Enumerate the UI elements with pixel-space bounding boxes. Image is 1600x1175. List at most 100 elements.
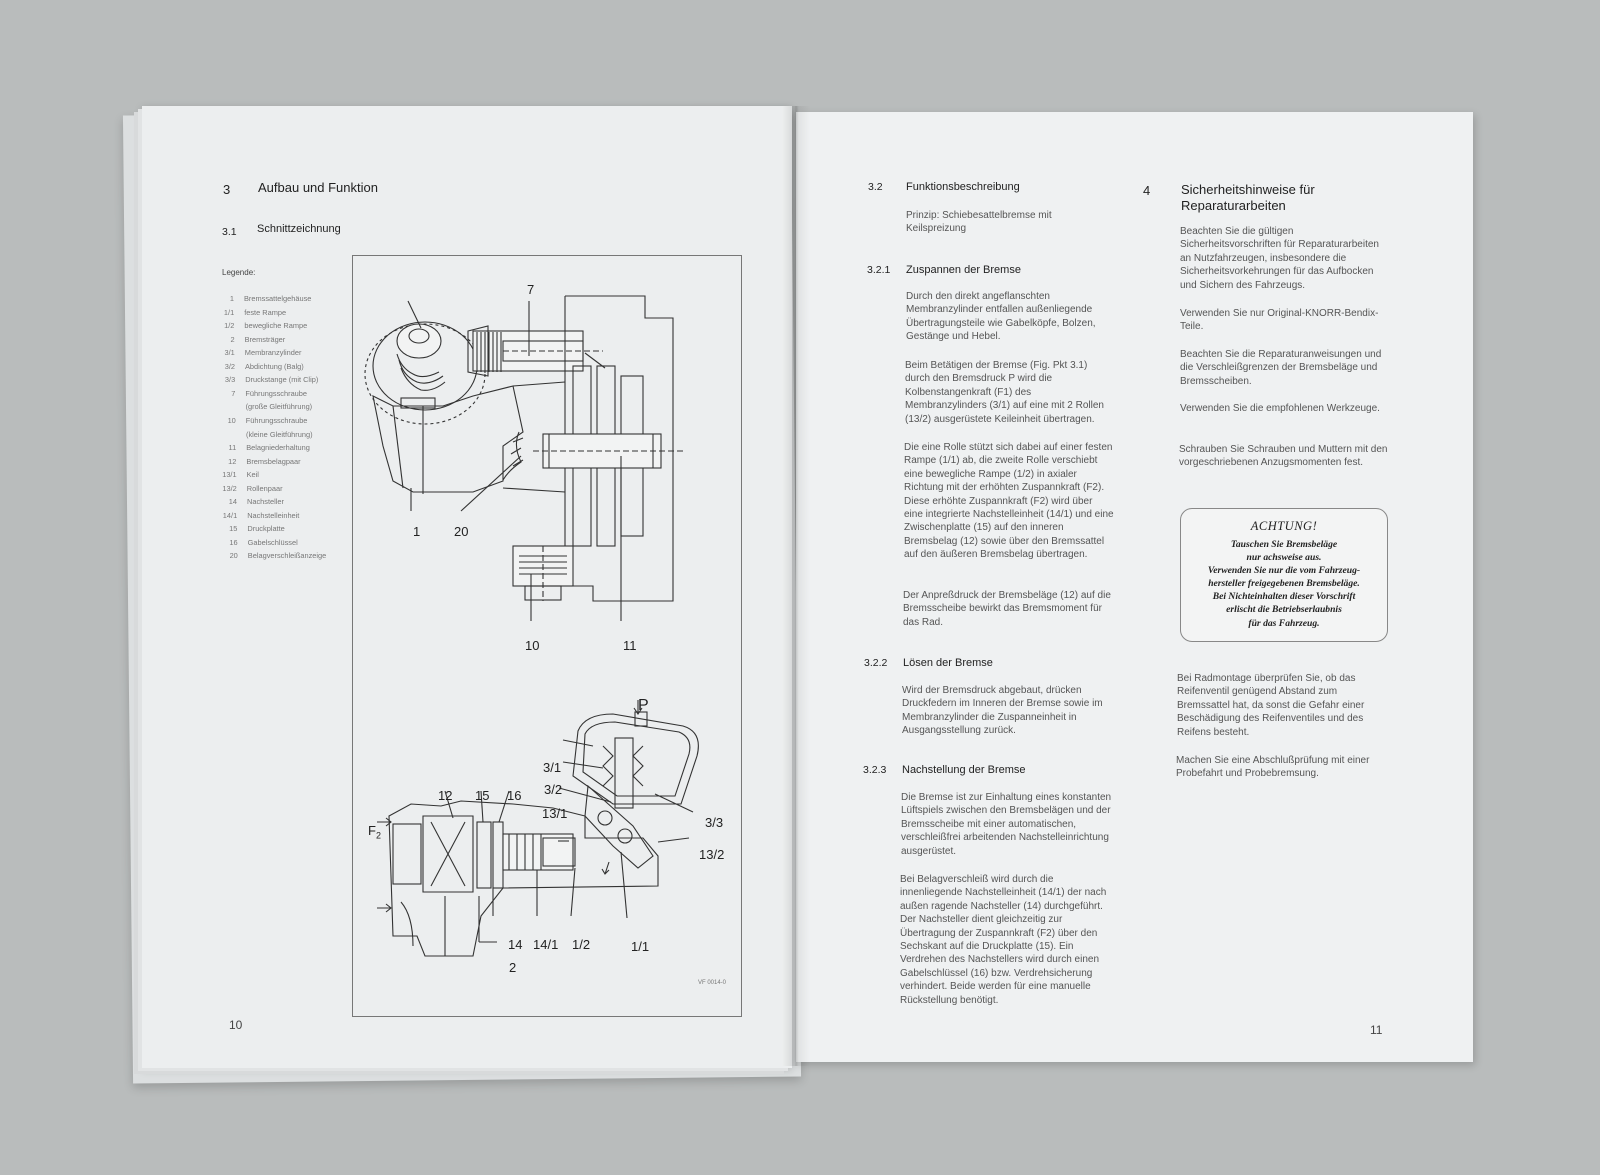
chapter-4-para-2: Verwenden Sie nur Original-KNORR-Bendix-… bbox=[1180, 308, 1379, 333]
section-3-2-1-para-1: Durch den direkt angeflanschten Membranz… bbox=[906, 291, 1096, 343]
legend-row-text: Belagverschleißanzeige bbox=[247, 551, 327, 561]
section-3-2-3-title: Nachstellung der Bremse bbox=[902, 764, 1026, 776]
label-f-sub: 2 bbox=[375, 830, 381, 841]
figure-code: VF 0014-0 bbox=[698, 980, 727, 986]
label-7: 7 bbox=[527, 282, 535, 297]
section-3-2-1-para-2: Beim Betätigen der Bremse (Fig. Pkt 3.1)… bbox=[905, 360, 1104, 425]
warning-title: ACHTUNG! bbox=[1250, 519, 1318, 533]
section-3-2-number: 3.2 bbox=[868, 181, 883, 193]
chapter-4-para-5: Schrauben Sie Schrauben und Muttern mit … bbox=[1179, 444, 1388, 469]
legend-row-text: (kleine Gleitführung) bbox=[246, 429, 313, 439]
warning-line: Bei Nichteinhalten dieser Vorschrift bbox=[1212, 591, 1356, 603]
page-number-left: 10 bbox=[229, 1018, 243, 1032]
legend-row-number: 11 bbox=[228, 443, 237, 453]
chapter-number: 3 bbox=[223, 182, 231, 197]
legend-row-text: feste Rampe bbox=[244, 307, 287, 317]
legend-row: 12 Bremsbelagpaar bbox=[212, 457, 300, 466]
warning-line: Tauschen Sie Bremsbeläge bbox=[1230, 539, 1338, 550]
label-3-1: 3/1 bbox=[543, 760, 562, 775]
legend-row-number: 14 bbox=[228, 497, 237, 507]
cross-section-figure bbox=[352, 255, 742, 1017]
legend-row: 1/1 feste Rampe bbox=[210, 308, 286, 317]
page-number-right: 11 bbox=[1370, 1023, 1383, 1037]
label-14-1: 14/1 bbox=[533, 937, 559, 952]
legend-row: 1 Bremssattelgehäuse bbox=[210, 294, 312, 303]
label-1: 1 bbox=[413, 524, 421, 539]
section-3-2-title: Funktionsbeschreibung bbox=[906, 181, 1020, 193]
legend-row: 13/2 Rollenpaar bbox=[213, 483, 283, 493]
chapter-4-para-6: Bei Radmontage überprüfen Sie, ob das Re… bbox=[1177, 673, 1365, 738]
section-3-2-3-para-2: Bei Belagverschleiß wird durch die innen… bbox=[900, 874, 1107, 1006]
label-16: 16 bbox=[507, 788, 522, 803]
section-3-2-2-para-1: Wird der Bremsdruck abgebaut, drücken Dr… bbox=[902, 685, 1103, 737]
legend-row-number: 14/1 bbox=[222, 510, 238, 520]
top-drawing bbox=[364, 295, 683, 621]
label-f2: F2 bbox=[368, 823, 381, 841]
legend-row-number: 1/1 bbox=[223, 307, 235, 317]
section-number: 3.1 bbox=[222, 226, 237, 238]
label-1-2: 1/2 bbox=[572, 937, 591, 952]
legend-row-number: 13/2 bbox=[222, 483, 237, 493]
legend-row-number: 1 bbox=[229, 294, 234, 303]
legend-row-text: Führungsschraube bbox=[245, 415, 308, 425]
legend-title: Legende: bbox=[222, 268, 256, 277]
warning-line: erlischt die Betriebserlaubnis bbox=[1226, 604, 1342, 616]
warning-line: nur achsweise aus. bbox=[1246, 552, 1322, 564]
label-f: F bbox=[368, 823, 376, 838]
legend-row: 14/1 Nachstelleinheit bbox=[213, 510, 300, 520]
legend-row-number: 12 bbox=[228, 456, 237, 466]
bottom-drawing bbox=[377, 700, 699, 957]
section-3-2-2-number: 3.2.2 bbox=[864, 657, 888, 669]
legend-row-text: Bremsträger bbox=[244, 334, 286, 344]
legend-row-number: 3/3 bbox=[224, 375, 236, 385]
chapter-4-title-line-2: Reparaturarbeiten bbox=[1181, 198, 1286, 213]
chapter-4-para-1: Beachten Sie die gültigen Sicherheitsvor… bbox=[1180, 226, 1379, 291]
chapter-4-para-4: Verwenden Sie die empfohlenen Werkzeuge. bbox=[1180, 403, 1380, 414]
chapter-4-title-line-1: Sicherheitshinweise für bbox=[1181, 182, 1315, 197]
legend-row-text: Gabelschlüssel bbox=[247, 537, 298, 547]
warning-lines: Tauschen Sie Bremsbeläge nur achsweise au… bbox=[1181, 538, 1387, 630]
section-title: Schnittzeichnung bbox=[257, 223, 341, 235]
label-10: 10 bbox=[525, 638, 540, 653]
legend-row-text: Abdichtung (Balg) bbox=[245, 361, 304, 371]
chapter-4-para-7: Machen Sie eine Abschlußprüfung mit eine… bbox=[1176, 755, 1370, 780]
legend-row-text: Nachstelleinheit bbox=[247, 510, 300, 520]
warning-line: für das Fahrzeug. bbox=[1248, 617, 1320, 629]
label-20: 20 bbox=[454, 524, 469, 539]
section-3-2-1-number: 3.2.1 bbox=[867, 264, 891, 276]
section-3-2-3-para-1: Die Bremse ist zur Einhaltung eines kons… bbox=[901, 792, 1112, 857]
legend-row-number: 3/2 bbox=[224, 361, 235, 371]
legend-row-text: Rollenpaar bbox=[246, 483, 283, 493]
legend-row: 11 Belagniederhaltung bbox=[212, 443, 310, 452]
legend-row-number: 7 bbox=[231, 388, 236, 398]
chapter-title: Aufbau und Funktion bbox=[258, 180, 378, 195]
legend-row-number: 13/1 bbox=[222, 470, 237, 480]
legend-row: (große Gleitführung) bbox=[212, 402, 313, 411]
label-12: 12 bbox=[438, 788, 453, 803]
legend-row-text: Bremsbelagpaar bbox=[246, 456, 301, 466]
section-3-2-1-para-3: Die eine Rolle stützt sich dabei auf ein… bbox=[904, 442, 1114, 561]
warning-line: hersteller freigegebenen Bremsbeläge. bbox=[1208, 578, 1360, 590]
label-p: P bbox=[638, 697, 649, 714]
legend-row-text: Bremssattelgehäuse bbox=[244, 294, 312, 303]
legend-row: (kleine Gleitführung) bbox=[212, 430, 313, 439]
legend-row-text: Druckplatte bbox=[247, 524, 285, 534]
legend-row-number: 2 bbox=[230, 334, 235, 344]
label-13-1: 13/1 bbox=[542, 806, 568, 821]
legend-row-number: 3/1 bbox=[224, 348, 235, 358]
legend-row-text: Belagniederhaltung bbox=[246, 443, 310, 453]
label-14: 14 bbox=[508, 937, 523, 952]
legend-row-number: 1/2 bbox=[224, 321, 235, 331]
label-11: 11 bbox=[623, 638, 637, 653]
brake-cross-section-drawing bbox=[364, 295, 699, 957]
legend-row-text: Druckstange (mit Clip) bbox=[245, 375, 319, 385]
legend-row: 3/2 Abdichtung (Balg) bbox=[211, 362, 304, 371]
label-1-1: 1/1 bbox=[631, 939, 650, 954]
chapter-4-number: 4 bbox=[1143, 183, 1151, 198]
